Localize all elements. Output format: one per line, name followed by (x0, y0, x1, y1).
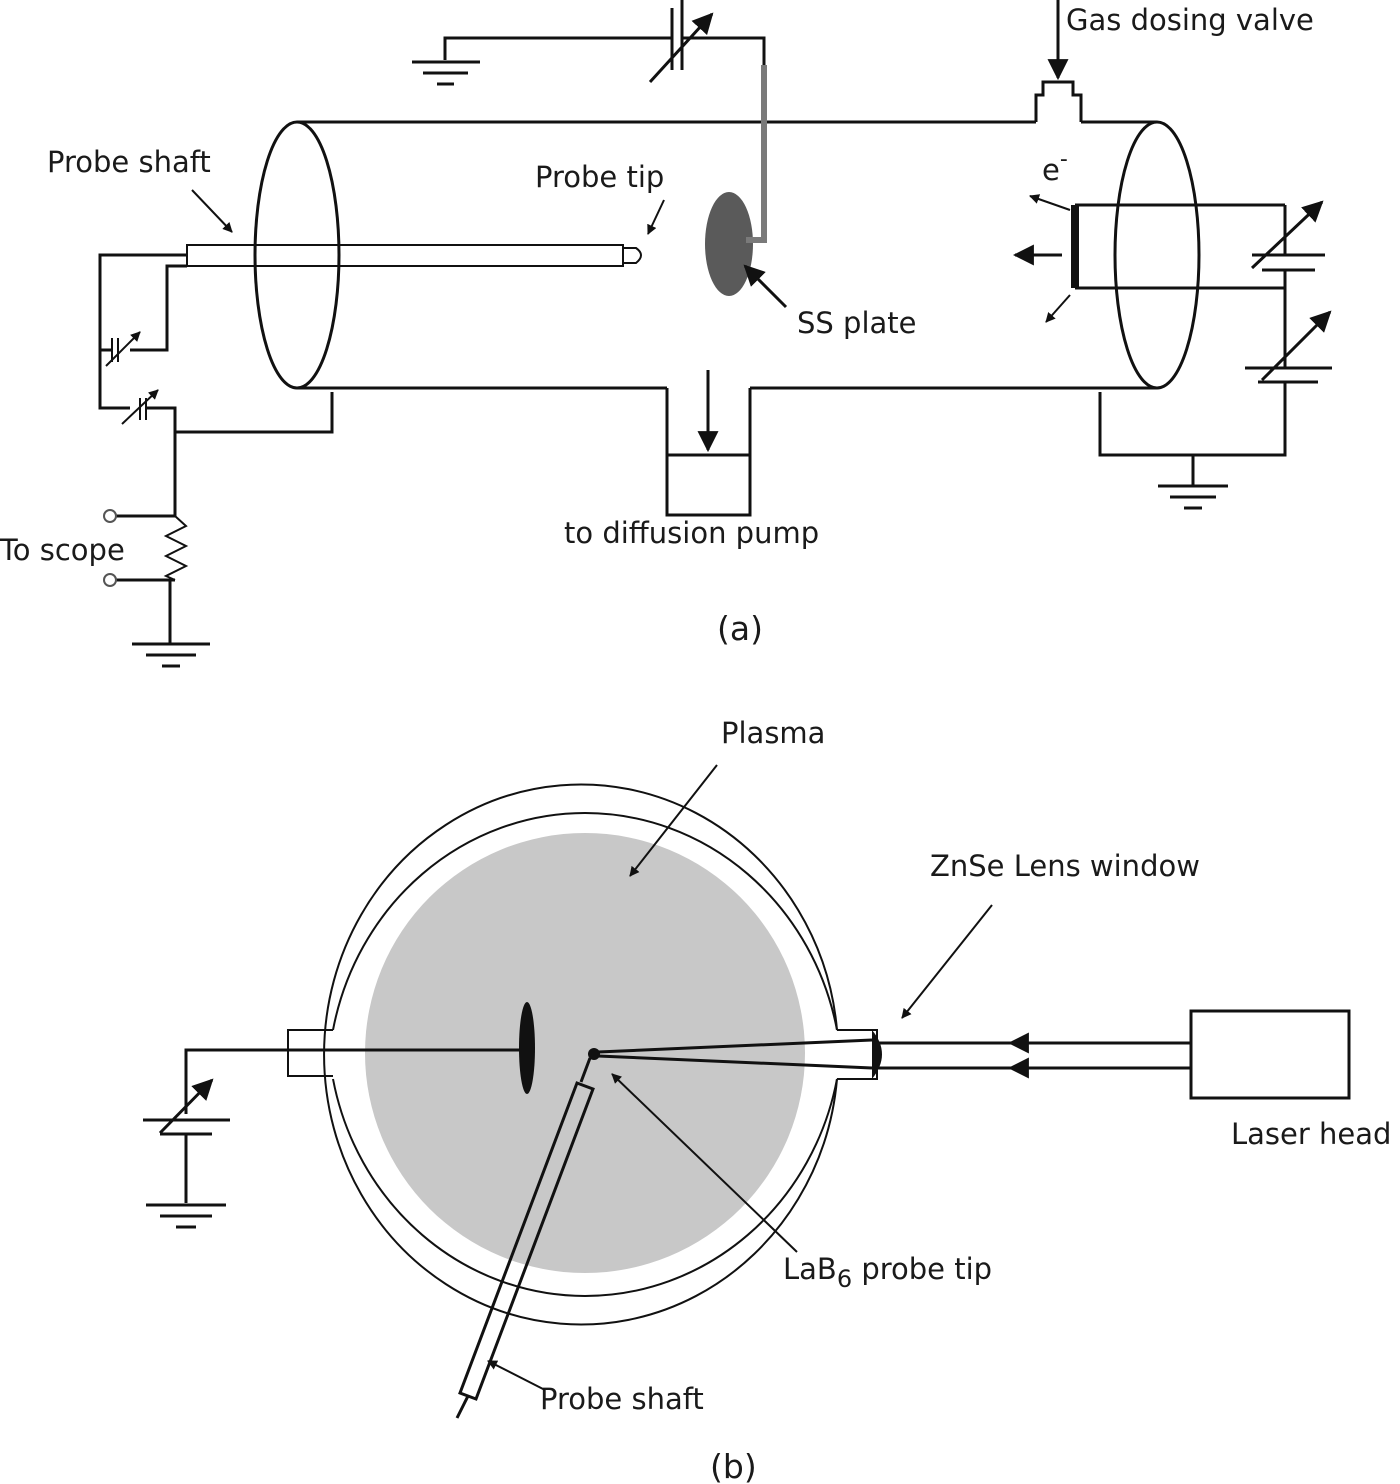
vacuum-chamber (253, 120, 1201, 390)
to-diffusion-pump-label: to diffusion pump (564, 516, 819, 550)
gas-dosing-valve: Gas dosing valve (1034, 0, 1314, 122)
znse-lens-window-label: ZnSe Lens window (930, 849, 1200, 883)
panel-b-caption: (b) (710, 1447, 757, 1484)
plate-bias-supply (412, 0, 766, 86)
probe-circuit: To scope (0, 253, 334, 668)
ss-plate-label: SS plate (797, 306, 916, 340)
lab6-prefix: LaB (783, 1252, 837, 1286)
to-scope-label: To scope (0, 533, 125, 567)
probe-a: Probe shaft Probe tip (47, 145, 665, 267)
probe-tip-label: Probe tip (535, 160, 664, 194)
ss-plate: SS plate (705, 65, 916, 340)
diffusion-pump-port: to diffusion pump (564, 370, 819, 550)
panel-a-caption: (a) (717, 609, 763, 648)
lab6-probe-tip-label: LaB6 probe tip (783, 1252, 992, 1293)
plate-b (143, 1002, 535, 1229)
probe-shaft-label: Probe shaft (47, 145, 211, 179)
plasma-region (365, 833, 805, 1273)
panel-b: Laser head Plasma ZnSe Lens window LaB6 … (143, 716, 1391, 1484)
probe-shaft-b-label: Probe shaft (540, 1382, 704, 1416)
lab6-suffix: probe tip (852, 1252, 992, 1286)
electron-superscript: - (1060, 147, 1068, 172)
electron-emitter: e- (1012, 147, 1285, 323)
laser-path (597, 1030, 1190, 1079)
plasma-label: Plasma (721, 716, 825, 750)
laser-head-label: Laser head (1231, 1117, 1391, 1151)
emitter-supplies (1098, 200, 1332, 510)
electron-label: e- (1042, 147, 1068, 187)
lab6-subscript: 6 (837, 1265, 852, 1293)
electron-symbol: e (1042, 153, 1060, 187)
laser-head (1189, 1009, 1351, 1100)
panel-a: Gas dosing valve to diffusion pump Probe… (0, 0, 1332, 668)
gas-dosing-valve-label: Gas dosing valve (1066, 3, 1314, 37)
probe-b (455, 1048, 600, 1419)
